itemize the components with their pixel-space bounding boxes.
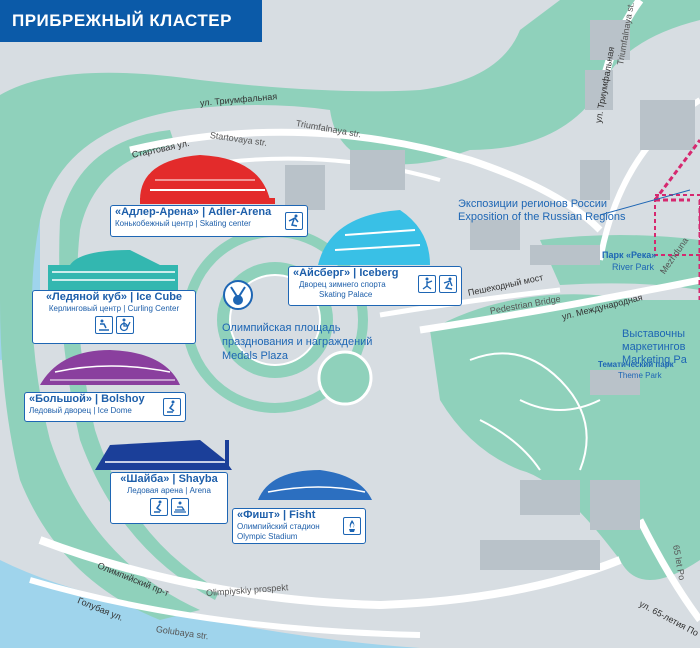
railway-station [654,194,700,256]
bolshoy-building [40,350,180,385]
venue-card-ice-cube[interactable]: «Ледяной куб» | Ice Cube Керлинговый цен… [32,290,196,344]
road-golubaya [29,577,421,638]
theme-park-label-ru: Тематический парк [598,360,674,369]
marketing-label-2: маркетингов [622,341,686,353]
road-mezhdunarodnaya [419,276,700,334]
venue-card-adler-arena[interactable]: «Адлер-Арена» | Adler-Arena Конькобежный… [110,205,308,237]
expo-label-en: Exposition of the Russian Regions [458,211,626,223]
river-park-label-ru: Парк «Река» [602,250,657,260]
adler-arena-building [140,155,275,204]
road-triumfalnaya [129,128,603,233]
venue-card-bolshoy[interactable]: «Большой» | Bolshoy Ледовый дворец | Ice… [24,392,186,422]
venue-card-shayba[interactable]: «Шайба» | Shayba Ледовая арена | Arena [110,472,228,524]
olympic-flame-icon [343,517,361,535]
venue-name: «Большой» | Bolshoy [29,393,145,405]
medals-plaza-label-ru-1: Олимпийская площадь [222,322,341,334]
marketing-label-3: Marketing Pa [622,354,687,366]
venue-name: «Фишт» | Fisht [237,509,316,521]
speed-skating-icon [285,212,303,230]
medals-plaza-emblem [223,280,253,310]
river-park-label-en: River Park [612,262,655,272]
iceberg-building [318,210,430,265]
sea-water-south [0,560,420,648]
venue-subtitle-en: Skating Palace [319,290,373,299]
park-paths [469,352,601,471]
venue-subtitle: Конькобежный центр | Skating center [115,219,251,228]
venue-name: «Шайба» | Shayba [120,473,218,485]
shayba-building [95,440,232,470]
venue-subtitle-ru: Олимпийский стадион [237,522,320,531]
east-park [650,360,700,520]
cluster-title: ПРИБРЕЖНЫЙ КЛАСТЕР [0,0,262,42]
ice-hockey-icon [163,398,181,416]
venue-name: «Ледяной куб» | Ice Cube [45,291,183,303]
expo-label-ru: Экспозиции регионов России [458,198,607,210]
road-65-let [636,518,700,623]
buildings [285,20,695,570]
ice-cube-building [48,250,178,291]
medals-plaza-label-ru-2: празднования и награждений [222,336,373,348]
venue-subtitle-ru: Дворец зимнего спорта [299,280,386,289]
venue-name: «Адлер-Арена» | Adler-Arena [115,206,272,218]
venue-subtitle: Ледовый дворец | Ice Dome [29,406,132,415]
venue-subtitle-en: Olympic Stadium [237,532,298,541]
park-outer-ring [0,0,700,620]
road-olympic-prospekt [38,536,622,610]
railway-line [653,139,700,300]
theme-park-label-en: Theme Park [618,371,662,380]
venue-card-iceberg[interactable]: «Айсберг» | Iceberg Дворец зимнего спорт… [288,266,462,306]
short-track-icon [439,275,457,293]
venue-subtitle: Керлинговый центр | Curling Center [48,304,180,313]
road-pedestrian-bridge [379,287,561,318]
park-outer-ring-2 [59,130,220,600]
venue-subtitle: Ледовая арена | Arena [127,486,211,495]
expo-pointer [599,189,691,216]
venue-name: «Айсберг» | Iceberg [293,267,399,279]
sledge-hockey-icon [170,498,189,516]
figure-skating-icon [418,275,436,293]
marketing-label-1: Выставочны [622,328,686,340]
plaza-fountain [317,350,373,406]
curling-icon [94,316,113,334]
medals-plaza-label-en: Medals Plaza [222,350,289,362]
ice-hockey-icon [149,498,168,516]
venue-card-fisht[interactable]: «Фишт» | Fisht Олимпийский стадион Olymp… [232,508,366,544]
fisht-building [258,470,372,500]
wheelchair-curling-icon [115,316,134,334]
